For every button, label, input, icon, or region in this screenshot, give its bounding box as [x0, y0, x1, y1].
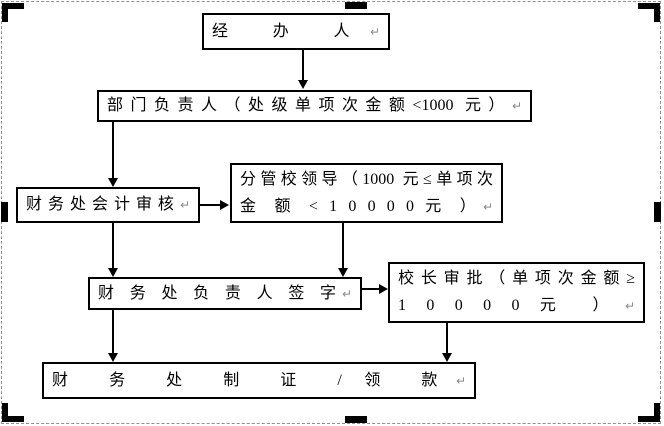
node-label: 财 务 处 负 责 人 签 字 — [98, 284, 342, 302]
paragraph-mark-icon: ↵ — [369, 24, 380, 39]
paragraph-mark-icon: ↵ — [482, 199, 493, 214]
node-label: 经 办 人 — [212, 22, 370, 40]
node-label: 1 0 0 0 0 元 ） — [398, 297, 625, 314]
selection-handle-left[interactable] — [1, 202, 8, 222]
flow-node-voucher-payment-text: 财 务 处 制 证 / 领 款↵ — [44, 367, 474, 395]
paragraph-mark-icon: ↵ — [624, 299, 635, 313]
paragraph-mark-icon: ↵ — [455, 373, 466, 388]
flow-node-president-approval-line1: 校长审批（单项次金额≥ — [390, 265, 643, 292]
connector-dept-head-to-accounting-arrow[interactable] — [108, 122, 118, 187]
flow-node-vice-president-line2: 金 额 < 1 0 0 0 0 元 ）↵ — [232, 193, 501, 221]
paragraph-mark-icon: ↵ — [341, 286, 352, 301]
connector-sign-to-president-arrow[interactable] — [362, 284, 388, 294]
connector-accounting-to-sign-arrow[interactable] — [108, 223, 118, 277]
flow-node-handler-text: 经 办 人↵ — [204, 18, 388, 46]
flow-node-dept-head-text: 部门负责人（处级单项次金额<1000 元）↵ — [99, 92, 530, 120]
flow-node-vice-president-line1: 分管校领导（1000 元≤单项次 — [232, 166, 501, 193]
flow-node-president-approval[interactable]: 校长审批（单项次金额≥ 1 0 0 0 0 元 ）↵ — [388, 262, 645, 323]
flow-node-president-approval-line2: 1 0 0 0 0 元 ）↵ — [390, 292, 643, 320]
flow-node-voucher-payment[interactable]: 财 务 处 制 证 / 领 款↵ — [42, 362, 476, 399]
flow-node-finance-head-sign-text: 财 务 处 负 责 人 签 字↵ — [90, 280, 360, 308]
flow-node-accounting-review[interactable]: 财务处会计审核↵ — [16, 187, 200, 223]
selection-handle-top-right[interactable] — [638, 3, 660, 22]
flow-node-finance-head-sign[interactable]: 财 务 处 负 责 人 签 字↵ — [88, 277, 362, 310]
connector-vice-president-to-sign-arrow[interactable] — [338, 223, 348, 277]
paragraph-mark-icon: ↵ — [511, 99, 522, 113]
connector-accounting-to-vice-president-arrow[interactable] — [200, 200, 229, 210]
selection-handle-top[interactable] — [345, 2, 367, 9]
flow-node-vice-president[interactable]: 分管校领导（1000 元≤单项次 金 额 < 1 0 0 0 0 元 ）↵ — [230, 163, 503, 223]
selection-handle-top-left[interactable] — [2, 3, 24, 22]
node-label: 部门负责人（处级单项次金额<1000 元） — [107, 97, 512, 114]
connector-sign-to-voucher-arrow[interactable] — [108, 310, 118, 362]
connector-handler-to-dept-head-arrow[interactable] — [298, 50, 308, 89]
selection-handle-bottom[interactable] — [345, 416, 367, 423]
selection-handle-right[interactable] — [654, 202, 661, 222]
connector-president-to-voucher-arrow[interactable] — [442, 323, 452, 362]
selection-handle-bottom-left[interactable] — [2, 403, 24, 422]
selection-handle-bottom-right[interactable] — [638, 403, 660, 422]
flow-node-handler[interactable]: 经 办 人↵ — [202, 13, 390, 50]
node-label: 财 务 处 制 证 / 领 款 — [52, 371, 456, 389]
node-label: 校长审批（单项次金额≥ — [398, 270, 635, 287]
node-label: 金 额 < 1 0 0 0 0 元 ） — [240, 197, 483, 215]
flow-node-dept-head[interactable]: 部门负责人（处级单项次金额<1000 元）↵ — [97, 90, 532, 122]
paragraph-mark-icon: ↵ — [179, 198, 190, 212]
node-label: 财务处会计审核 — [26, 196, 180, 213]
flow-node-accounting-review-text: 财务处会计审核↵ — [18, 191, 198, 219]
node-label: 分管校领导（1000 元≤单项次 — [240, 170, 493, 188]
